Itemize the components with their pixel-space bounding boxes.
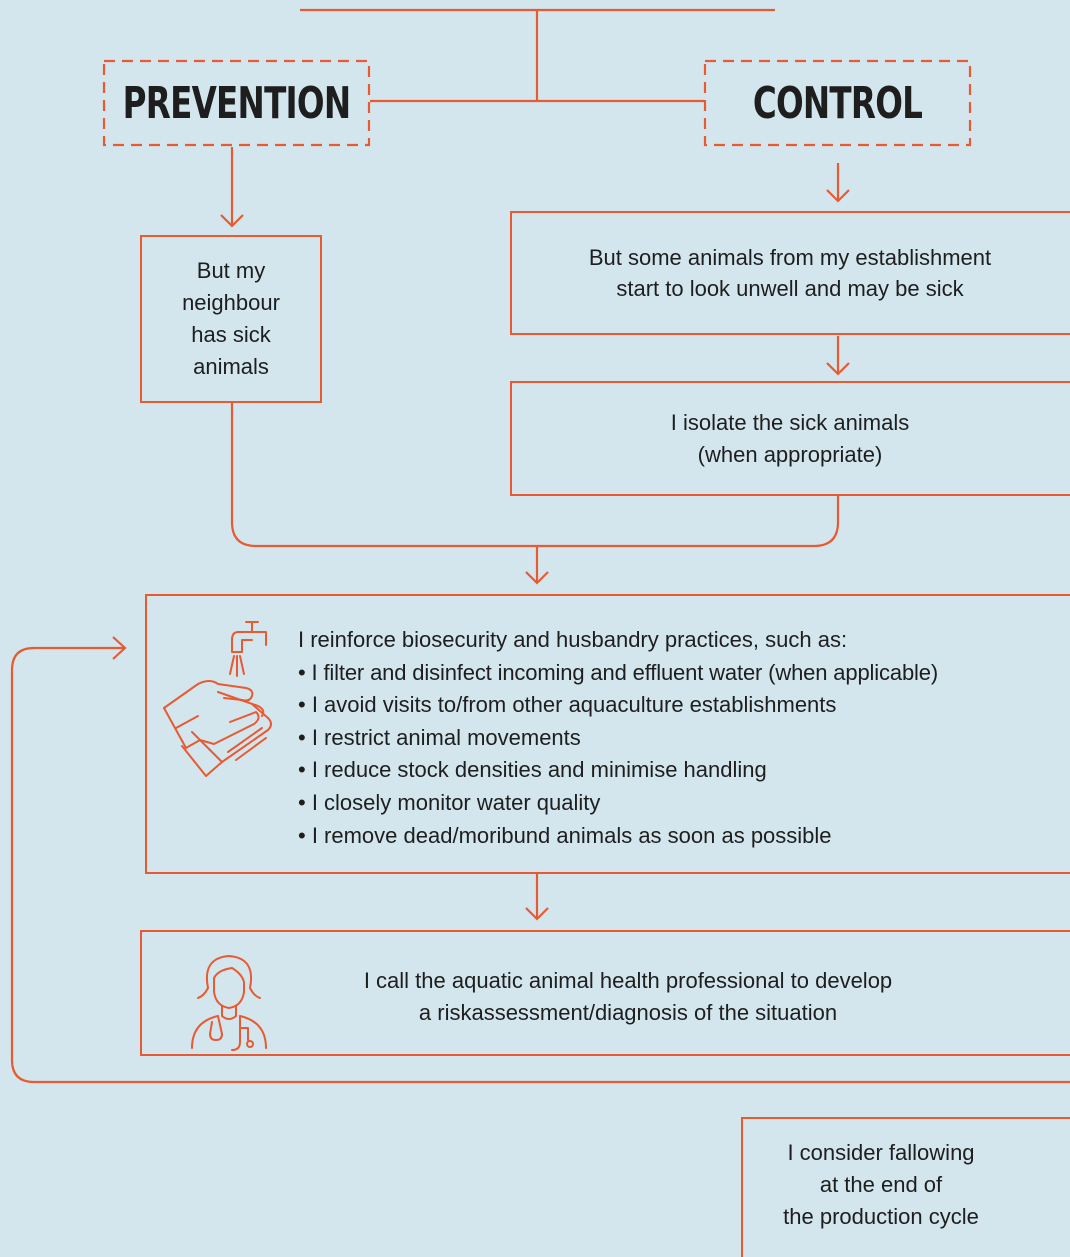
feedback-loop <box>10 636 1070 1084</box>
neighbour-line-3: has sick <box>191 322 271 347</box>
unwell-line-2: start to look unwell and may be sick <box>616 276 964 301</box>
prevention-dashed-box <box>102 59 371 147</box>
fallowing-box: I consider fallowing at the end of the p… <box>741 1117 1070 1257</box>
biosecurity-intro: I reinforce biosecurity and husbandry pr… <box>298 627 848 652</box>
biosecurity-item-1: • I filter and disinfect incoming and ef… <box>298 659 939 685</box>
arrow-merge-down <box>525 546 549 585</box>
isolate-line-2: (when appropriate) <box>697 441 883 467</box>
neighbour-line-2: neighbour <box>182 290 280 316</box>
arrow-prevention-down <box>220 147 244 228</box>
biosecurity-text: I reinforce biosecurity and husbandry pr… <box>298 624 938 852</box>
prevention-heading: PREVENTION <box>122 77 351 129</box>
biosecurity-item-2: • I avoid visits to/from other aquacultu… <box>298 692 837 718</box>
health-professional-icon <box>191 955 267 1051</box>
arrow-unwell-down <box>826 336 850 376</box>
professional-line-2: a riskassessment/diagnosis of the situat… <box>418 1000 838 1025</box>
hand-washing-icon <box>163 621 272 777</box>
neighbour-line-1: But my <box>196 258 266 284</box>
arrow-biosecurity-down <box>525 874 549 921</box>
biosecurity-item-6: • I remove dead/moribund animals as soon… <box>298 822 832 848</box>
arrow-control-down <box>826 163 850 203</box>
biosecurity-item-5: • I closely monitor water quality <box>298 789 601 815</box>
isolate-line-1: I isolate the sick animals <box>670 410 910 436</box>
isolate-box: I isolate the sick animals (when appropr… <box>510 381 1070 496</box>
connector-merge <box>230 402 840 548</box>
neighbour-box: But my neighbour has sick animals <box>140 235 322 403</box>
unwell-line-1: But some animals from my establishment <box>588 244 992 270</box>
control-dashed-box <box>703 59 972 147</box>
biosecurity-item-3: • I restrict animal movements <box>298 724 581 750</box>
professional-line-1: I call the aquatic animal health profess… <box>363 968 893 993</box>
professional-box <box>140 930 1070 1056</box>
control-heading: CONTROL <box>752 77 923 129</box>
professional-text: I call the aquatic animal health profess… <box>200 965 1056 1029</box>
biosecurity-item-4: • I reduce stock densities and minimise … <box>298 757 767 783</box>
neighbour-line-4: animals <box>193 353 269 379</box>
biosecurity-box <box>145 594 1070 874</box>
unwell-box: But some animals from my establishment s… <box>510 211 1070 335</box>
fallowing-line-2: at the end of <box>819 1171 943 1197</box>
fallowing-line-1: I consider fallowing <box>787 1140 975 1165</box>
fallowing-line-3: the production cycle <box>783 1203 979 1229</box>
